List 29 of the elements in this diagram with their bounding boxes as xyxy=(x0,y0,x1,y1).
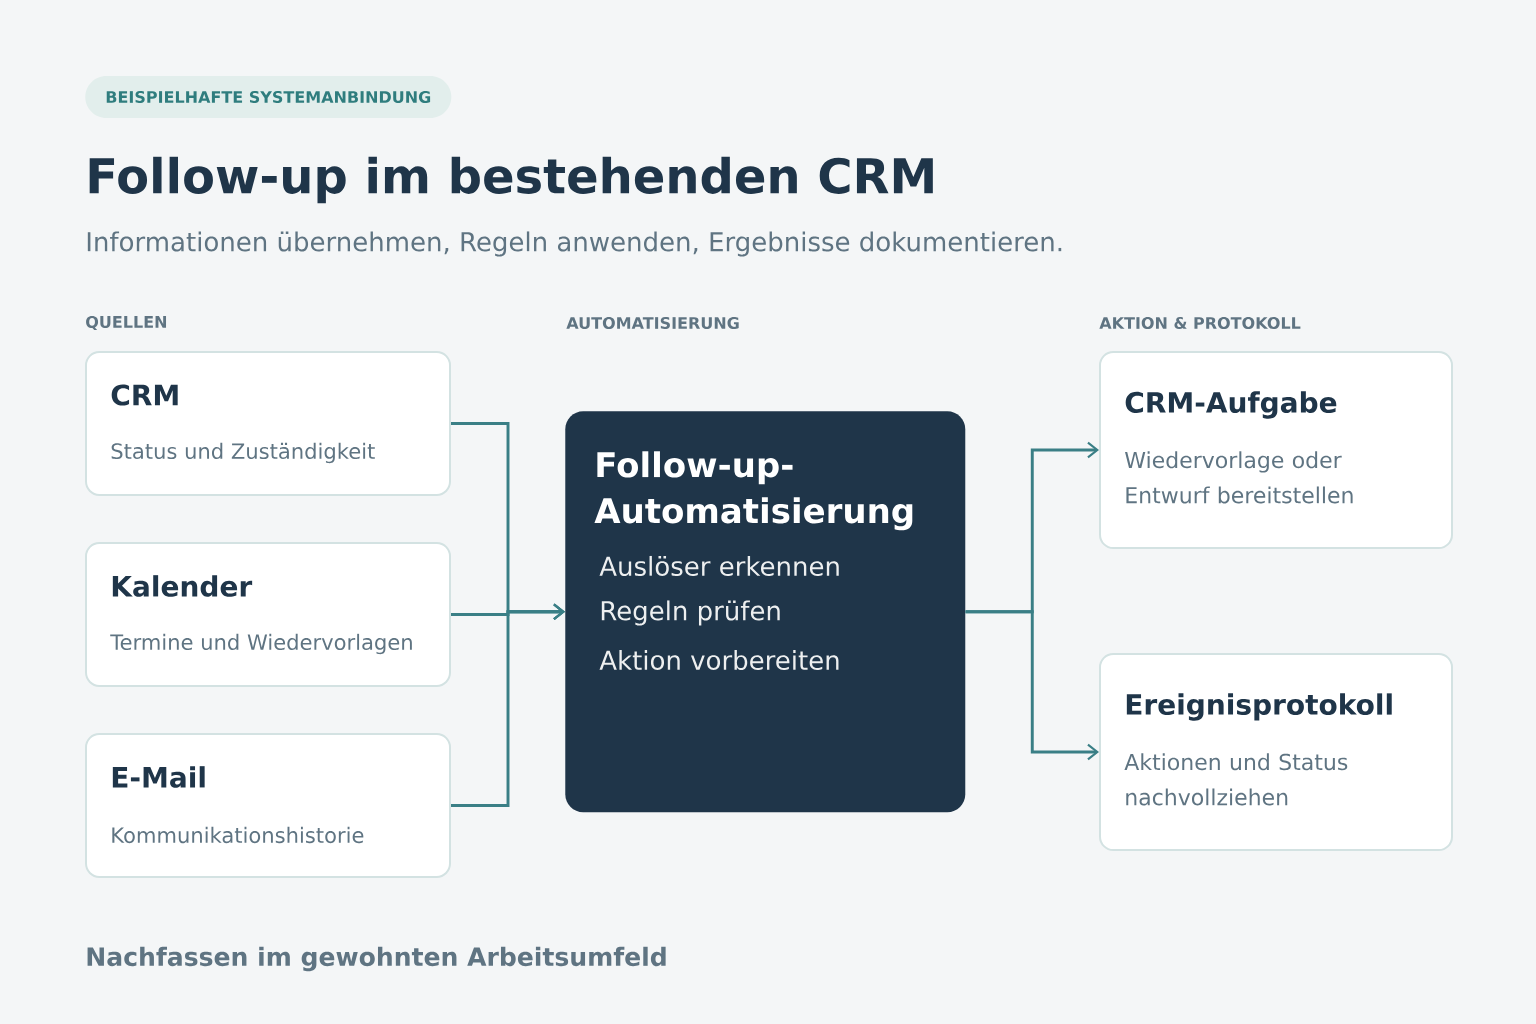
subtitle: Informationen übernehmen, Regeln anwenden, Ergebnisse dokumentieren. xyxy=(87,231,1062,257)
card-heading: Kalender xyxy=(112,575,253,597)
card-description: Kommunikationshistorie xyxy=(112,826,364,844)
column-heading: AUTOMATISIERUNG xyxy=(566,316,739,330)
step-text: Auslöser erkennen xyxy=(599,555,839,577)
badge: BEISPIELHAFTE SYSTEMANBINDUNG xyxy=(85,76,452,118)
panel-heading: Follow-up-Automatisierung xyxy=(594,451,913,531)
step-text: Aktion vorbereiten xyxy=(599,649,839,671)
card xyxy=(85,733,451,878)
card xyxy=(1099,653,1453,851)
title: Follow-up im bestehenden CRM xyxy=(89,156,933,204)
footer-note: Nachfassen im gewohnten Arbeitsumfeld xyxy=(87,946,666,972)
card xyxy=(1099,351,1453,549)
column-heading: QUELLEN xyxy=(86,315,167,331)
card-description: Wiedervorlage oder Entwurf bereitstellen xyxy=(1125,451,1353,504)
card-description: Status und Zuständigkeit xyxy=(111,442,375,464)
automation-panel xyxy=(565,411,966,813)
connector-arrow xyxy=(965,610,1099,761)
step-text: Regeln prüfen xyxy=(601,600,780,626)
connector-arrow xyxy=(451,603,565,807)
card-description: Aktionen und Status nachvollziehen xyxy=(1124,753,1348,806)
card xyxy=(85,351,451,496)
card-heading: CRM-Aufgabe xyxy=(1125,391,1337,419)
card-heading: CRM xyxy=(111,384,178,406)
card xyxy=(85,542,451,687)
column-heading: AKTION & PROTOKOLL xyxy=(1099,316,1301,330)
card-heading: E-Mail xyxy=(112,766,205,788)
card-heading: Ereignisprotokoll xyxy=(1126,693,1392,721)
card-description: Termine und Wiedervorlagen xyxy=(110,633,412,655)
